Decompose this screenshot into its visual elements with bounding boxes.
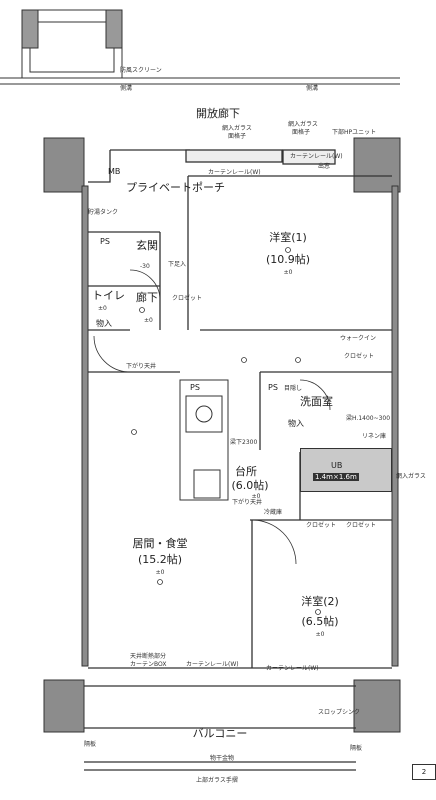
top-fragment <box>0 9 400 85</box>
linen-label: リネン庫 <box>362 433 387 440</box>
hallway-name: 廊下 <box>136 291 158 304</box>
shoe-cabinet-label: 下足入 <box>168 261 187 268</box>
screen-label: 目隠し <box>284 385 303 392</box>
ps-label: PS <box>100 237 110 246</box>
western-room-1-name: 洋室(1) <box>269 231 307 244</box>
western-room-1-level: ±0 <box>283 269 293 276</box>
entrance-name: 玄関 <box>136 239 158 252</box>
fence-label: 防風スクリーン <box>120 67 162 74</box>
side-ditch-label-2: 側溝 <box>306 85 319 92</box>
mb-label: MB <box>108 167 121 176</box>
drop-ceiling-kitchen: 下がり天井 <box>232 499 263 506</box>
living-name: 居間・食堂 <box>132 537 188 550</box>
closet-label-w2b: クロゼット <box>346 522 377 529</box>
western-room-1-tatami: (10.9帖) <box>265 253 311 266</box>
ps-label-kitchen: PS <box>190 383 200 392</box>
ps-label-wash: PS <box>268 383 278 392</box>
open-corridor-label: 開放廊下 <box>196 107 240 120</box>
kitchen-level: ±0 <box>251 493 261 500</box>
height-note: 梁H.1400~300 <box>346 415 391 422</box>
drop-ceiling-label: 下がり天井 <box>126 363 157 370</box>
door-swings <box>93 269 331 565</box>
partition-label-2: 隔板 <box>350 745 363 752</box>
net-glass-right-label: 網入ガラス <box>288 121 318 128</box>
toilet-level: ±0 <box>98 305 107 312</box>
slop-sink-label: スロップシンク <box>318 709 361 716</box>
western-room-2-level: ±0 <box>315 631 325 638</box>
storage-label-wash: 物入 <box>288 419 304 428</box>
private-porch-label: プライベートポーチ <box>126 181 225 194</box>
kitchen-counter <box>179 379 229 501</box>
walk-in-label: ウォークイン <box>340 335 377 342</box>
upper-rail-label: 上部ガラス手摺 <box>196 777 238 784</box>
hallway-level: ±0 <box>144 317 153 324</box>
unit-bath: UB 1.4m×1.6m <box>300 448 392 492</box>
ub-size-label: 1.4m×1.6m <box>313 473 359 481</box>
ub-label: UB <box>331 461 343 470</box>
ceiling-height-note: 梁下2300 <box>230 439 258 446</box>
western-room-2-name: 洋室(2) <box>301 595 339 608</box>
net-glass-top-label: 網入ガラス <box>222 125 252 132</box>
storage-label: 物入 <box>96 319 112 328</box>
partition-label: 隔板 <box>84 741 97 748</box>
curtain-box-label: カーテンBOX <box>130 661 167 668</box>
curtain-rail-top: カーテンレール(W) <box>208 169 261 176</box>
hot-tank-label: 貯湯タンク <box>88 209 119 216</box>
washroom-name: 洗面室 <box>300 395 333 408</box>
drying-rail-label: 物干金物 <box>210 755 235 762</box>
side-ditch-label: 側溝 <box>120 85 133 92</box>
western-room-2-tatami: (6.5帖) <box>301 615 339 628</box>
curtain-rail-living: カーテンレール(W) <box>186 661 239 668</box>
fridge-label: 冷蔵庫 <box>264 509 283 516</box>
closet-label-w2a: クロゼット <box>306 522 337 529</box>
living-level: ±0 <box>155 569 165 576</box>
living-tatami: (15.2帖) <box>137 553 183 566</box>
unit-note-label: 下部HPユニット <box>332 129 377 136</box>
grille-top-label: 面格子 <box>228 133 247 140</box>
kitchen-tatami: (6.0帖) <box>231 479 269 492</box>
entrance-level: -30 <box>140 263 150 270</box>
ceiling-insulation-label: 天井断熱部分 <box>130 653 167 660</box>
ceiling-lights <box>131 247 321 615</box>
closet-label-walkin: クロゼット <box>344 353 375 360</box>
toilet-name: トイレ <box>92 289 125 302</box>
sash-label: 出窓 <box>318 163 331 170</box>
curtain-rail-w2: カーテンレール(W) <box>266 665 319 672</box>
page-number: 2 <box>412 764 436 780</box>
curtain-rail-top-right: カーテンレール(W) <box>290 153 343 160</box>
balcony-label: バルコニー <box>192 727 248 740</box>
closet-label-hall: クロゼット <box>172 295 203 302</box>
kitchen-name: 台所 <box>235 465 257 478</box>
structural-walls <box>43 137 401 733</box>
grille-right-label: 面格子 <box>292 129 311 136</box>
bath-glass-label: 網入ガラス <box>396 473 426 480</box>
